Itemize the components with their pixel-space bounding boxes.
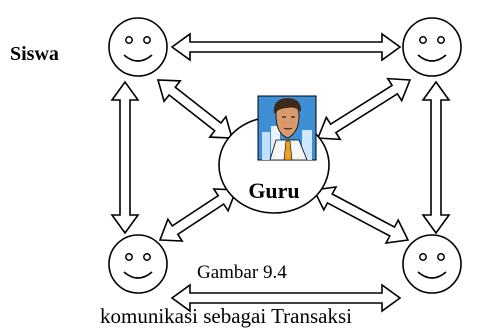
- teacher-clipart-icon: [257, 95, 317, 161]
- student-face-bottom-right: [402, 234, 462, 294]
- guru-label: Guru: [248, 178, 299, 203]
- arrow-student-top-left-to-student-top-right: [170, 32, 402, 62]
- figure-number: Gambar 9.4: [197, 262, 287, 283]
- arrow-student-top-right-to-teacher-center: [316, 77, 412, 141]
- arrow-student-bottom-left-to-student-bottom-right: [170, 283, 402, 313]
- arrows-layer: [110, 32, 451, 313]
- figure-caption: komunikasi sebagai Transaksi: [100, 304, 352, 328]
- arrow-student-bottom-left-to-teacher-center: [158, 188, 238, 242]
- arrow-student-top-left-to-student-bottom-left: [110, 80, 140, 235]
- student-face-top-right: [402, 17, 462, 77]
- arrow-student-bottom-right-to-teacher-center: [312, 185, 410, 245]
- student-face-bottom-left: [108, 234, 168, 294]
- arrow-student-top-left-to-teacher-center: [156, 79, 234, 139]
- siswa-label: Siswa: [10, 43, 59, 65]
- arrow-student-top-right-to-student-bottom-right: [421, 80, 451, 235]
- student-face-top-left: [108, 17, 168, 77]
